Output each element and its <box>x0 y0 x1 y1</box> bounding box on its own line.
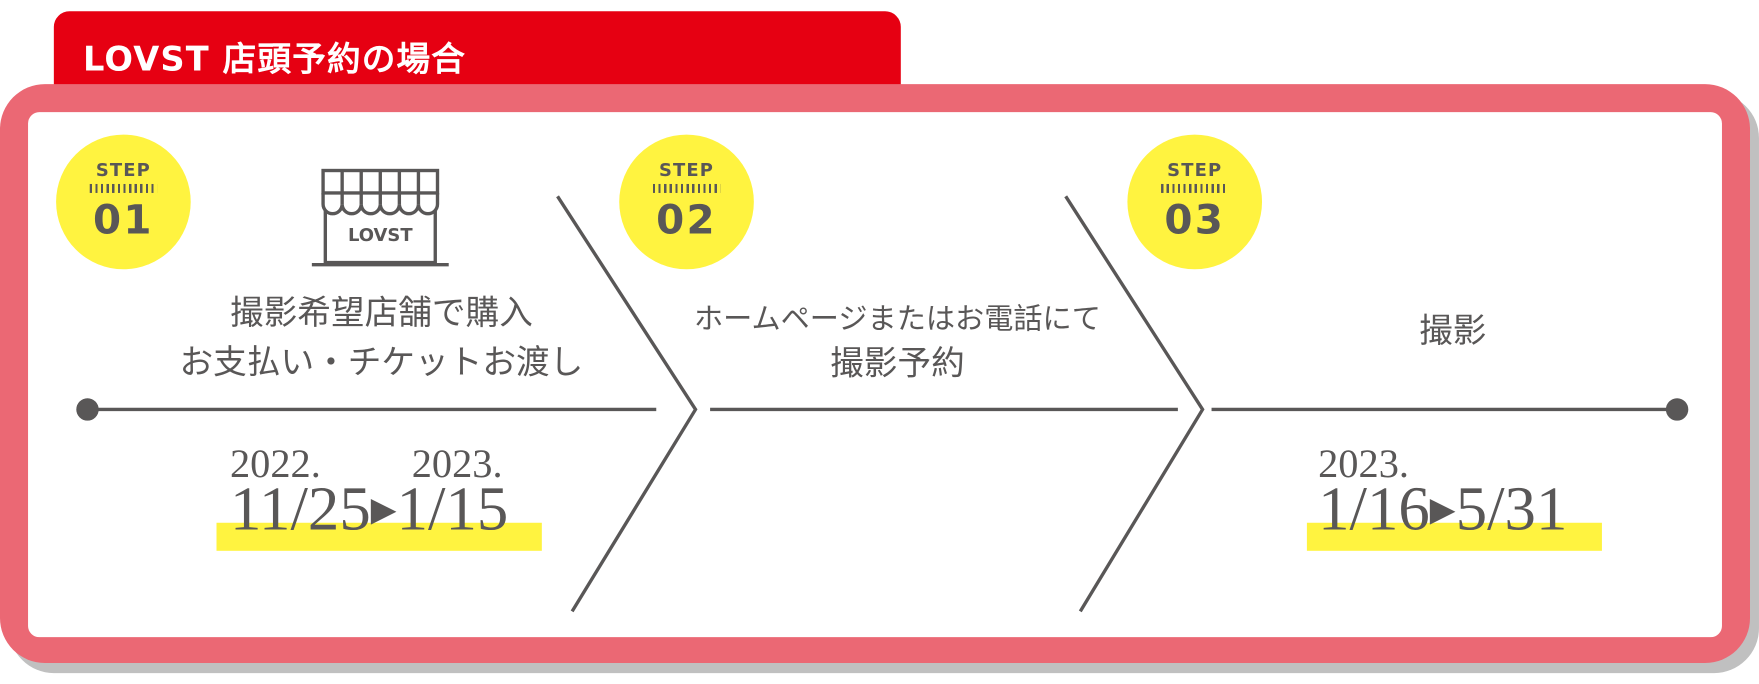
step-01-badge: STEP 01 <box>56 134 191 270</box>
ruler-ticks <box>652 183 721 193</box>
start-year-1: 2022. <box>229 440 321 486</box>
desc-line: 撮影予約 <box>830 344 965 384</box>
desc-line: ホームページまたはお電話にて <box>693 302 1101 337</box>
step-number: 03 <box>1164 197 1226 244</box>
desc-line: 撮影 <box>1419 311 1487 352</box>
header-title: LOVST 店頭予約の場合 <box>83 40 467 80</box>
timeline-end-dot <box>1665 398 1689 421</box>
date-range-3: 1/16▶5/31 <box>1318 473 1567 545</box>
desc-line: お支払い・チケットお渡し <box>179 343 584 383</box>
year-3: 2023. <box>1318 440 1409 486</box>
step-number: 02 <box>656 197 717 244</box>
date-range-1: 11/25▶1/15 <box>230 473 508 545</box>
chevron-2 <box>1064 195 1205 613</box>
desc-line: 撮影希望店舗で購入 <box>229 293 533 334</box>
ruler-ticks <box>89 183 158 193</box>
date-highlight-1 <box>216 522 542 551</box>
step-number: 01 <box>93 197 154 244</box>
start-date: 11/25 <box>229 474 371 545</box>
start-date: 1/16 <box>1318 474 1430 545</box>
arrow-icon: ▶ <box>370 491 397 529</box>
step-3-description: 撮影 <box>1341 307 1565 356</box>
store-icon <box>311 168 449 267</box>
end-date: 1/15 <box>396 474 509 545</box>
step-02-badge: STEP 02 <box>619 134 754 270</box>
end-year-1: 2023. <box>411 440 503 486</box>
step-label: STEP <box>659 159 715 181</box>
arrow-icon: ▶ <box>1429 491 1456 529</box>
step-1-description: 撮影希望店舗で購入 お支払い・チケットお渡し <box>157 289 606 388</box>
step-2-description: ホームページまたはお電話にて 撮影予約 <box>673 297 1122 387</box>
step-label: STEP <box>1167 159 1223 181</box>
store-sign: LOVST <box>347 224 413 246</box>
timeline-start-dot <box>76 398 99 421</box>
step-label: STEP <box>95 159 151 181</box>
end-date: 5/31 <box>1455 474 1568 545</box>
ruler-ticks <box>1161 183 1229 193</box>
step-03-badge: STEP 03 <box>1127 134 1263 270</box>
chevron-1 <box>556 195 698 613</box>
date-highlight-3 <box>1306 522 1602 551</box>
